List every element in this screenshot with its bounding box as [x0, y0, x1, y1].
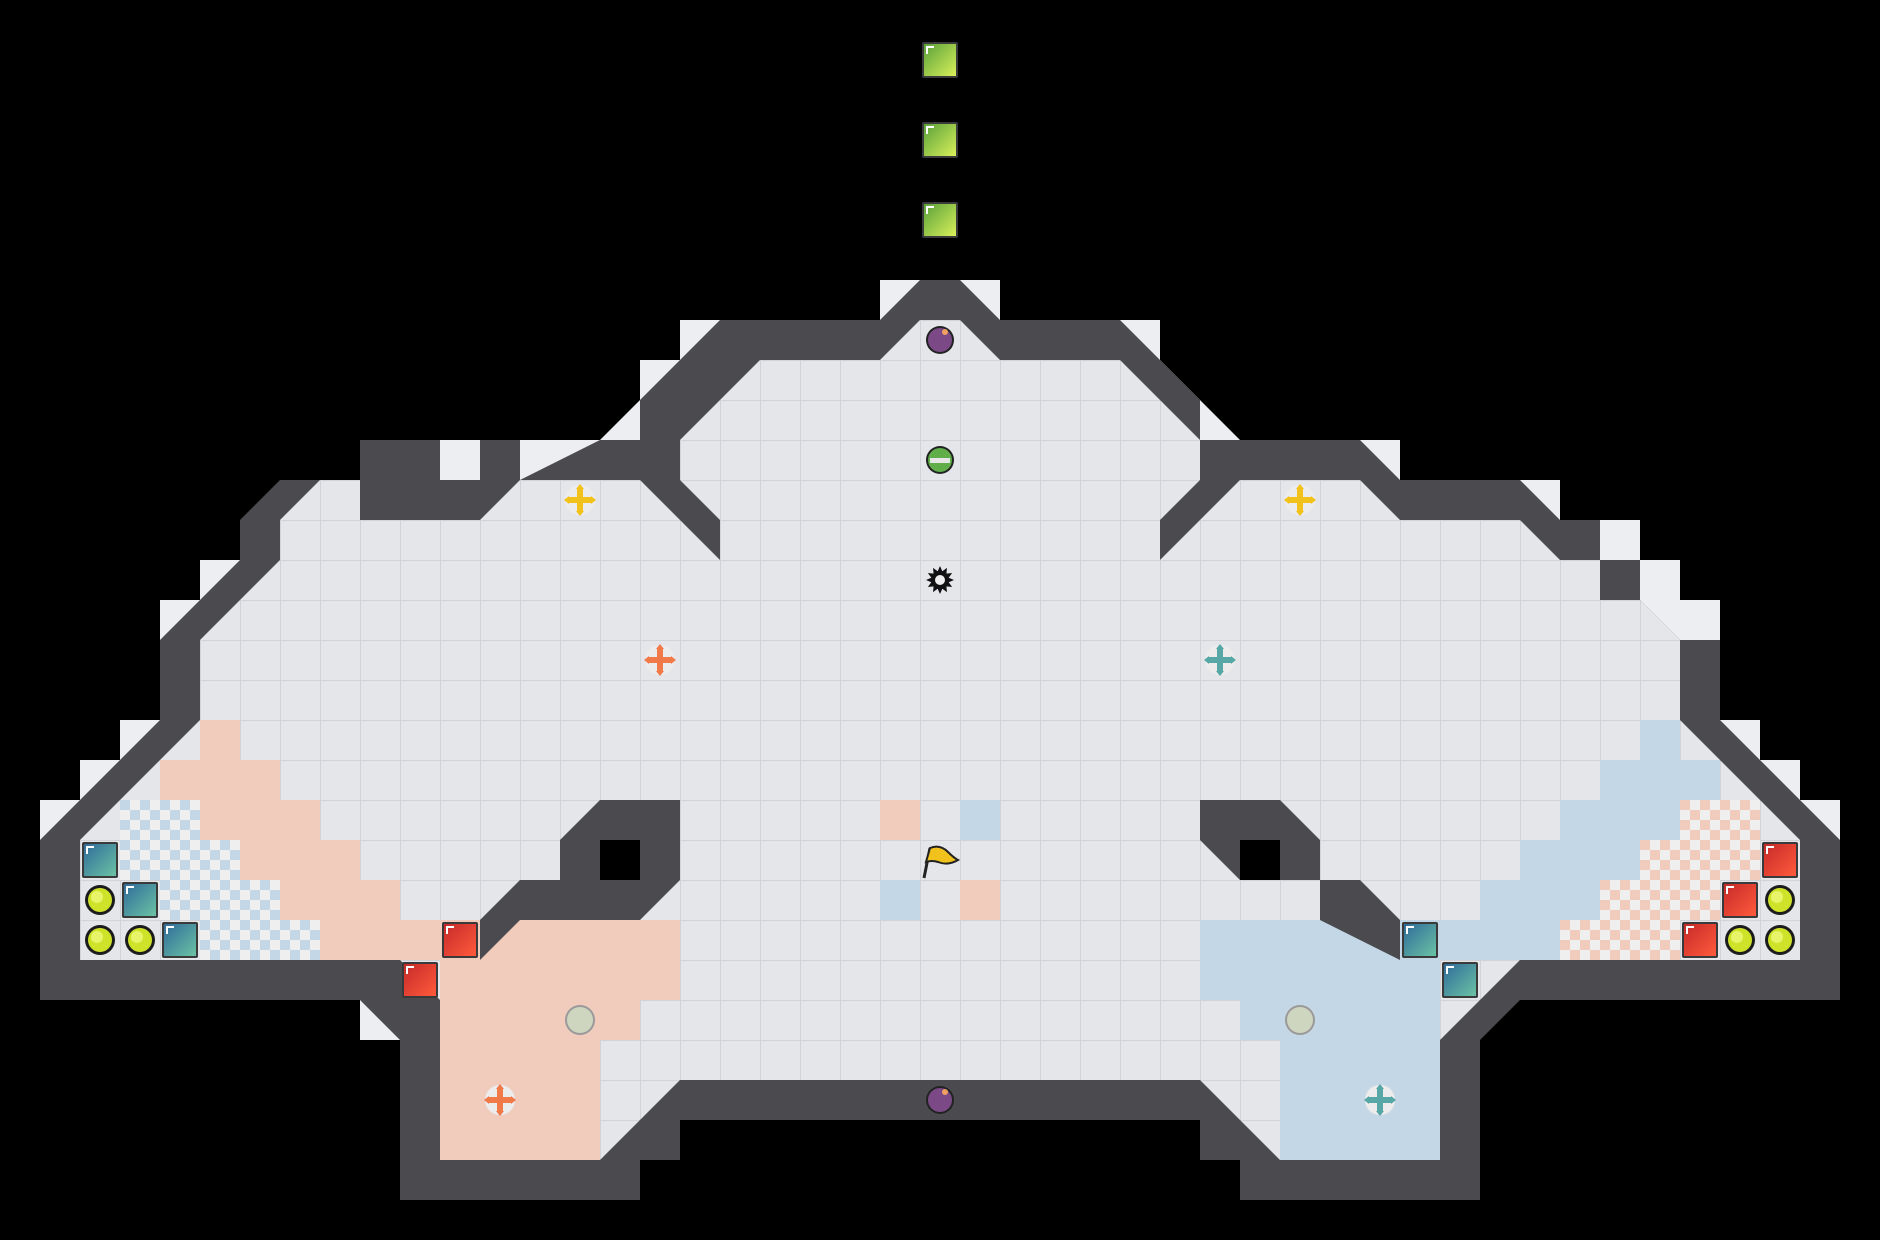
spawn-tile-icon [1402, 922, 1438, 958]
boost-icon [644, 644, 676, 676]
spike-icon [926, 566, 954, 594]
spawn-tile-icon [922, 202, 958, 238]
spawn-tile-icon [122, 882, 158, 918]
spawn-tile-icon [82, 842, 118, 878]
boost-icon [1284, 484, 1316, 516]
boost-icon [564, 484, 596, 516]
gate-icon [565, 1005, 595, 1035]
ball-icon [1725, 925, 1755, 955]
speedpad-icon [926, 446, 954, 474]
boost-icon [1364, 1084, 1396, 1116]
ball-icon [1765, 885, 1795, 915]
spawn-tile-icon [1682, 922, 1718, 958]
boost-icon [1204, 644, 1236, 676]
spawn-tile-icon [922, 42, 958, 78]
flag-icon [922, 845, 961, 879]
ball-icon [125, 925, 155, 955]
gate-icon [1285, 1005, 1315, 1035]
powerup-icon [926, 326, 954, 354]
boost-icon [484, 1084, 516, 1116]
spawn-tile-icon [1442, 962, 1478, 998]
spawn-tile-icon [922, 122, 958, 158]
entities [82, 42, 1798, 1116]
spawn-tile-icon [1722, 882, 1758, 918]
inner-walls [480, 800, 1400, 960]
blue-checker-zone [1560, 800, 1760, 960]
powerup-icon [926, 1086, 954, 1114]
ball-icon [1765, 925, 1795, 955]
spawn-tile-icon [1762, 842, 1798, 878]
spawn-tile-icon [402, 962, 438, 998]
red-territory [160, 720, 1000, 1160]
blue-territory [880, 720, 1720, 1160]
red-checker-zone [120, 800, 320, 960]
spawn-tile-icon [162, 922, 198, 958]
ball-icon [85, 925, 115, 955]
spawn-tile-icon [442, 922, 478, 958]
ball-icon [85, 885, 115, 915]
